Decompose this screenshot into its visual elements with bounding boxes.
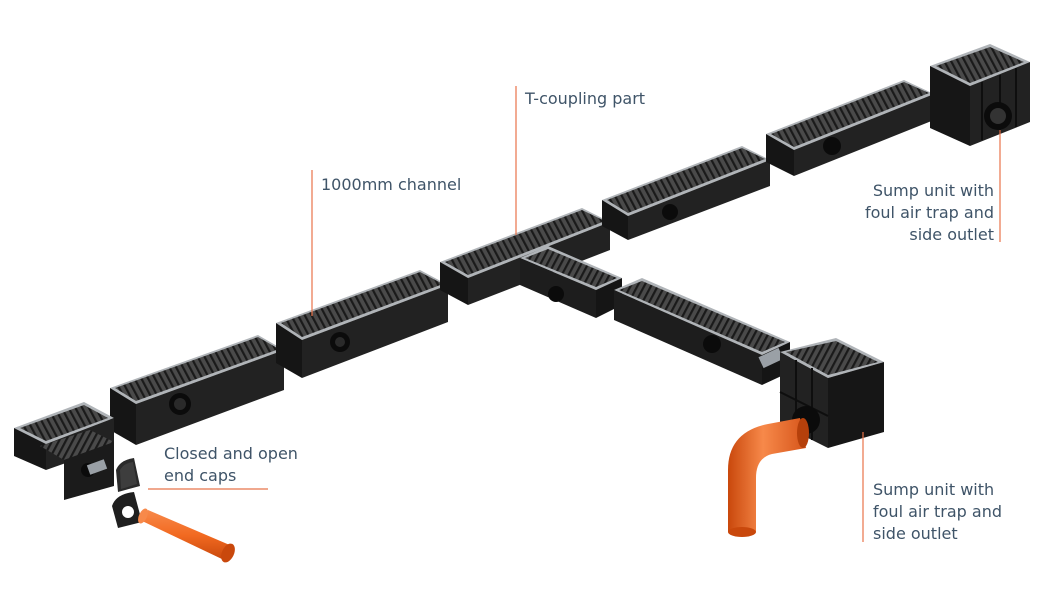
closed-end-cap — [116, 458, 140, 492]
t-coupling-part — [440, 208, 622, 318]
channel-segment-4 — [766, 80, 934, 176]
label-sump-top: Sump unit with foul air trap and side ou… — [864, 181, 994, 244]
channel-segment-1 — [110, 335, 284, 445]
channel-segment-2 — [276, 270, 448, 378]
label-t-coupling: T-coupling part — [525, 89, 646, 108]
channel-segment-3 — [602, 146, 770, 240]
elbow-pipe — [728, 418, 809, 537]
end-box-left — [14, 402, 114, 500]
open-end-cap — [112, 492, 142, 528]
sump-unit-top — [930, 44, 1030, 146]
leader-lines — [148, 86, 1001, 542]
straight-pipe — [138, 508, 235, 563]
channel-segment-5 — [614, 278, 790, 385]
label-sump-bottom: Sump unit with foul air trap and side ou… — [873, 480, 1003, 543]
label-channel: 1000mm channel — [321, 175, 462, 194]
label-end-caps: Closed and open end caps — [164, 444, 298, 485]
